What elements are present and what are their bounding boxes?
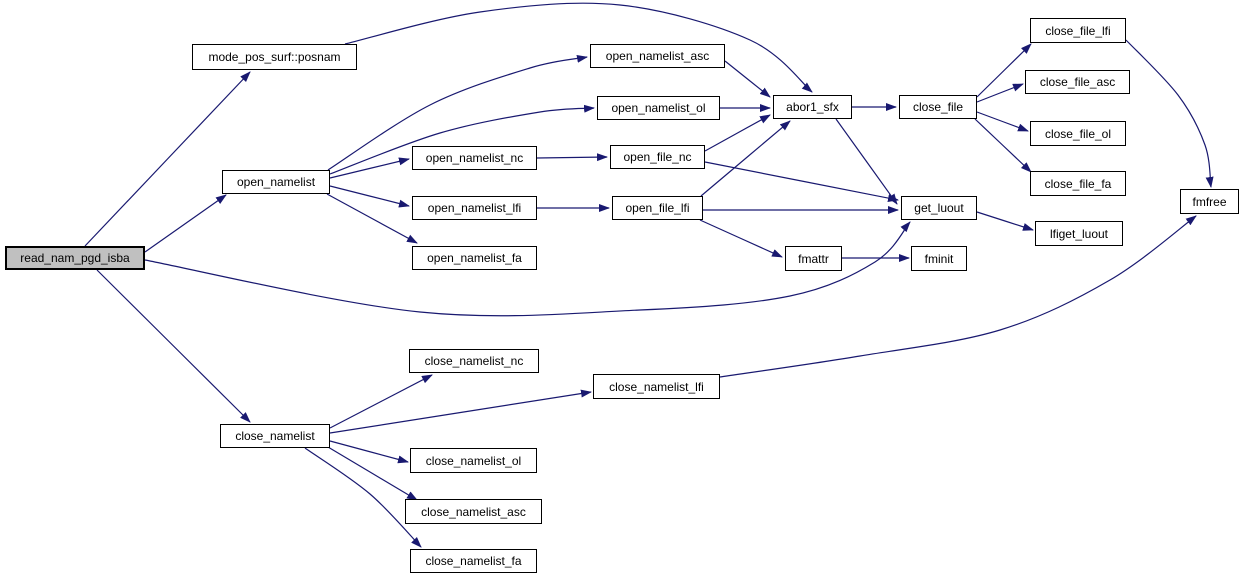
node-read_nam_pgd_isba: read_nam_pgd_isba [5,246,145,270]
node-close_namelist_nc[interactable]: close_namelist_nc [409,349,539,373]
edge-close_namelist-close_namelist_ol [329,440,409,464]
node-get_luout[interactable]: get_luout [901,196,977,220]
edge-open_namelist-open_namelist_lfi [329,185,410,208]
edge-open_namelist-open_namelist_ol [329,104,595,175]
node-fminit[interactable]: fminit [911,246,967,271]
edge-open_namelist_nc-open_file_nc [536,153,608,162]
edge-close_namelist-close_namelist_asc [327,446,418,501]
edge-open_file_nc-abor1_sfx [704,114,771,152]
edge-read_nam_pgd_isba-get_luout [144,221,911,317]
node-open_file_nc[interactable]: open_file_nc [610,145,705,169]
node-open_namelist_asc[interactable]: open_namelist_asc [590,44,725,68]
edge-close_file-close_file_ol [976,111,1029,132]
node-close_namelist[interactable]: close_namelist [220,424,330,448]
edge-close_file_lfi-fmfree [1125,39,1214,188]
edge-open_file_lfi-fmattr [699,219,783,258]
edge-read_nam_pgd_isba-open_namelist [144,194,227,253]
node-abor1_sfx[interactable]: abor1_sfx [773,95,852,119]
edge-posnam-abor1_sfx [344,2,813,93]
edge-open_file_nc-get_luout [704,161,899,203]
edge-close_file-close_file_lfi [976,43,1032,98]
edge-open_namelist-open_namelist_asc [327,54,588,171]
node-fmattr[interactable]: fmattr [785,246,842,271]
node-close_file_fa[interactable]: close_file_fa [1030,171,1126,196]
edge-close_namelist-close_namelist_lfi [329,389,592,434]
node-open_namelist_ol[interactable]: open_namelist_ol [597,96,720,120]
node-close_file_ol[interactable]: close_file_ol [1030,121,1126,146]
edge-abor1_sfx-get_luout [835,118,898,205]
edge-close_namelist-close_namelist_nc [329,374,433,429]
edge-open_namelist-open_namelist_fa [326,193,418,244]
node-open_file_lfi[interactable]: open_file_lfi [612,196,703,220]
edge-read_nam_pgd_isba-posnam [84,71,251,247]
edge-close_file-close_file_asc [976,83,1024,103]
node-posnam[interactable]: mode_pos_surf::posnam [192,44,357,70]
edge-read_nam_pgd_isba-close_namelist [96,269,251,423]
node-open_namelist_lfi[interactable]: open_namelist_lfi [412,196,537,220]
edge-open_namelist_asc-abor1_sfx [724,60,771,98]
node-close_file[interactable]: close_file [899,95,977,119]
node-close_namelist_ol[interactable]: close_namelist_ol [410,448,537,473]
edge-open_namelist-open_namelist_nc [329,157,410,179]
node-close_namelist_lfi[interactable]: close_namelist_lfi [593,374,720,399]
node-close_namelist_fa[interactable]: close_namelist_fa [410,549,537,573]
node-fmfree[interactable]: fmfree [1180,189,1239,214]
node-lfiget_luout[interactable]: lfiget_luout [1035,221,1123,246]
node-close_file_asc[interactable]: close_file_asc [1025,70,1130,94]
node-open_namelist_nc[interactable]: open_namelist_nc [412,146,537,170]
edge-close_file-close_file_fa [974,118,1032,173]
node-close_file_lfi[interactable]: close_file_lfi [1030,18,1126,43]
edge-get_luout-lfiget_luout [976,211,1034,231]
node-open_namelist_fa[interactable]: open_namelist_fa [412,246,537,270]
edge-open_file_lfi-abor1_sfx [700,120,791,197]
edge-close_namelist_lfi-fmfree [719,215,1197,378]
edge-close_namelist-close_namelist_fa [304,447,422,548]
node-close_namelist_asc[interactable]: close_namelist_asc [405,499,542,524]
node-open_namelist[interactable]: open_namelist [222,170,330,194]
